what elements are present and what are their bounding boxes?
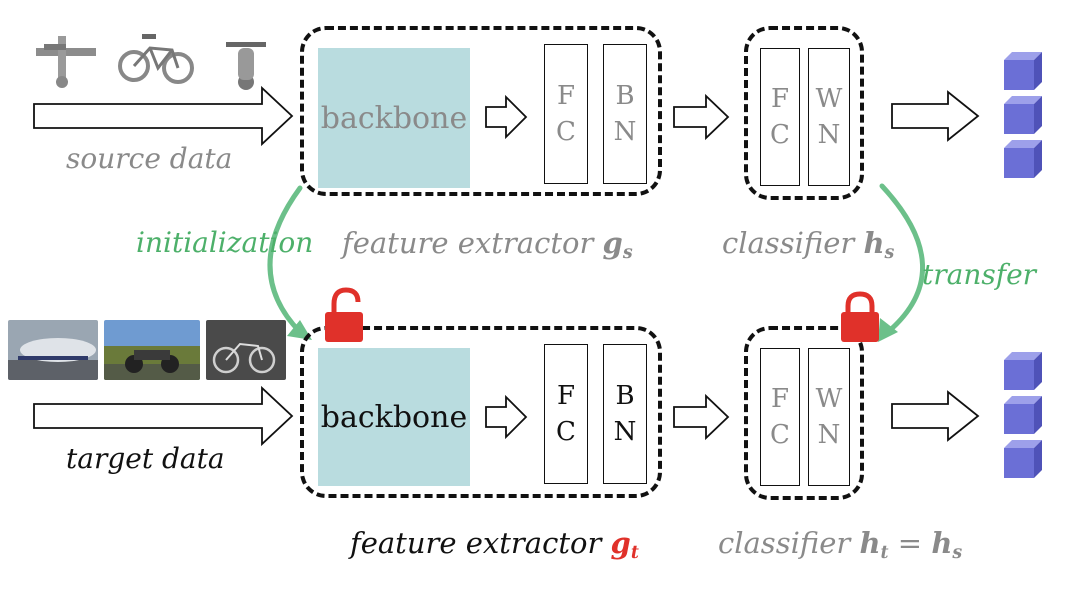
source-bn-layer: B N — [603, 44, 647, 184]
target-bn-letter-1: B — [615, 381, 635, 411]
target-cls-fc-letter-1: F — [770, 384, 790, 414]
target-feature-extractor-box — [300, 326, 662, 498]
source-fe-caption-text: feature extractor — [342, 226, 603, 260]
target-cls-symbol-sub: t — [880, 542, 889, 563]
source-classifier-box — [744, 26, 864, 200]
source-fc-letter-2: C — [556, 117, 576, 147]
target-image-motorbike — [104, 320, 200, 380]
initialization-arrow-curve — [267, 185, 303, 335]
source-bn-letter-2: N — [613, 117, 637, 147]
source-image-airplane — [26, 26, 114, 92]
target-cls-caption-text: classifier — [718, 526, 860, 560]
target-fc-letter-2: C — [556, 417, 576, 447]
target-cls-fc-letter-2: C — [770, 420, 790, 450]
source-bn-letter-1: B — [615, 81, 635, 111]
motorbike-photo — [104, 320, 200, 380]
target-fe-cls-arrow — [673, 393, 730, 441]
target-backbone: backbone — [318, 348, 470, 486]
initialization-label: initialization — [136, 226, 314, 259]
target-fc-layer: F C — [544, 344, 588, 484]
target-cls-symbol2-letter: h — [931, 526, 953, 560]
locked-padlock-icon — [841, 291, 879, 342]
source-cls-wn-letter-1: W — [815, 84, 843, 114]
target-image-airplane — [8, 320, 98, 380]
target-cls-equals: = — [888, 526, 932, 560]
source-cls-caption: classifier hs — [722, 226, 894, 263]
airplane-photo — [8, 320, 98, 380]
source-cls-wn-letter-2: N — [817, 120, 841, 150]
target-fe-symbol-sub: t — [630, 542, 639, 563]
target-cls-symbol2-sub: s — [952, 542, 963, 563]
target-fc-letter-1: F — [556, 381, 576, 411]
source-cls-fc-letter-2: C — [770, 120, 790, 150]
target-cls-wn-letter-1: W — [815, 384, 843, 414]
cube-icon — [1004, 96, 1042, 134]
source-backbone: backbone — [318, 48, 470, 188]
source-fc-letter-1: F — [556, 81, 576, 111]
target-cls-caption: classifier ht = hs — [718, 526, 962, 563]
target-fe-symbol: gt — [610, 526, 639, 563]
source-cls-fc-letter-1: F — [770, 84, 790, 114]
cube-icon — [1004, 52, 1042, 90]
target-bn-layer: B N — [603, 344, 647, 484]
transfer-label: transfer — [922, 258, 1037, 291]
source-image-bicycle — [114, 24, 198, 86]
source-cls-symbol: hs — [863, 226, 895, 263]
source-fe-symbol: gs — [602, 226, 633, 263]
source-cls-symbol-sub: s — [884, 242, 895, 263]
target-fe-caption-text: feature extractor — [350, 526, 611, 560]
target-output-arrow — [891, 390, 980, 442]
airplane-render — [36, 36, 96, 88]
bicycle-render — [118, 34, 194, 84]
target-cls-wn-layer: W N — [808, 348, 850, 486]
target-image-bicycle — [206, 320, 286, 380]
target-cls-symbol: ht — [859, 526, 889, 563]
source-fe-cls-arrow — [673, 93, 730, 141]
transfer-arrow-curve — [879, 183, 925, 335]
target-fe-symbol-letter: g — [610, 526, 631, 560]
cube-icon — [1004, 396, 1042, 434]
cube-icon — [1004, 440, 1042, 478]
source-output-arrow — [891, 90, 980, 142]
source-data-label: source data — [66, 142, 233, 175]
target-classifier-box — [744, 326, 864, 500]
source-fe-caption: feature extractor gs — [342, 226, 633, 263]
source-cls-wn-layer: W N — [808, 48, 850, 186]
target-fe-caption: feature extractor gt — [350, 526, 639, 563]
target-cls-symbol-2: hs — [931, 526, 963, 563]
source-cls-caption-text: classifier — [722, 226, 864, 260]
bicycle-photo — [206, 320, 286, 380]
source-input-arrow — [33, 85, 294, 147]
target-data-label: target data — [66, 442, 225, 475]
transfer-arrowhead — [878, 318, 898, 342]
source-backbone-arrow — [485, 94, 528, 140]
source-fe-symbol-letter: g — [602, 226, 623, 260]
target-backbone-arrow — [485, 394, 528, 440]
source-image-motorbike — [220, 32, 272, 92]
target-bn-letter-2: N — [613, 417, 637, 447]
target-cls-fc-layer: F C — [760, 348, 800, 486]
source-cls-symbol-letter: h — [863, 226, 885, 260]
motorbike-render — [226, 42, 266, 90]
source-fc-layer: F C — [544, 44, 588, 184]
unlocked-padlock-icon — [325, 287, 363, 342]
cube-icon — [1004, 140, 1042, 178]
source-cls-fc-layer: F C — [760, 48, 800, 186]
target-input-arrow — [33, 385, 294, 447]
target-cls-symbol-letter: h — [859, 526, 881, 560]
source-feature-extractor-box — [300, 26, 662, 196]
source-fe-symbol-sub: s — [622, 242, 633, 263]
target-cls-wn-letter-2: N — [817, 420, 841, 450]
cube-icon — [1004, 352, 1042, 390]
